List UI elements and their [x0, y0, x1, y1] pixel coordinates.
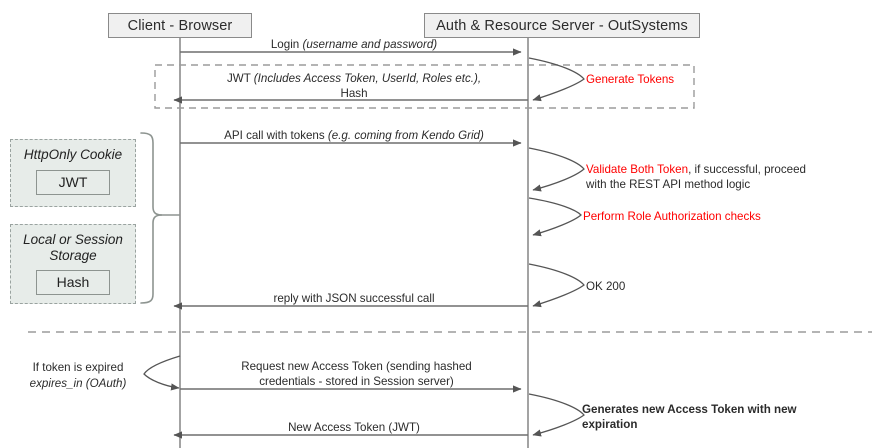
storage-cookie-item-jwt: JWT [36, 169, 110, 195]
note-ok-200-text: OK 200 [586, 280, 626, 293]
actor-server-label: Auth & Resource Server - OutSystems [436, 17, 688, 34]
note-validate-line1: Validate Both Token, if successful, proc… [586, 162, 806, 177]
storage-httponly-cookie[interactable]: HttpOnly Cookie JWT [10, 139, 136, 207]
message-api-call-text: API call with tokens [224, 129, 328, 142]
note-generates-new-token: Generates new Access Token with new expi… [582, 402, 797, 433]
note-ok-200: OK 200 [586, 279, 625, 294]
storage-local-item-hash: Hash [36, 269, 110, 295]
message-jwt-line1: JWT (Includes Access Token, UserId, Role… [180, 72, 528, 87]
storage-local-or-session[interactable]: Local or Session Storage Hash [10, 224, 136, 304]
annotation-token-expired: If token is expired expires_in (OAuth) [14, 360, 142, 391]
message-label-new-access-token: New Access Token (JWT) [288, 421, 420, 434]
storage-cookie-title: HttpOnly Cookie [23, 147, 123, 162]
message-api-call-emphasis: (e.g. coming from Kendo Grid) [327, 129, 484, 142]
message-label-jwt-reply: JWT (Includes Access Token, UserId, Role… [180, 72, 528, 102]
selfloop-ok-200 [528, 263, 585, 308]
message-label-reply-json: reply with JSON successful call [273, 292, 435, 305]
selfloop-generate-new-token [528, 393, 585, 437]
actor-auth-resource-server[interactable]: Auth & Resource Server - OutSystems [424, 13, 700, 38]
note-generate-tokens-text: Generate Tokens [586, 73, 675, 86]
note-generates-new-line1: Generates new Access Token with new [582, 403, 797, 416]
expired-token-callout-arrow [143, 355, 181, 391]
message-jwt-emphasis: (Includes Access Token, UserId, Roles et… [253, 72, 482, 85]
message-request-new-line1: Request new Access Token (sending hashed [241, 360, 472, 373]
message-login-emphasis: (username and password) [302, 38, 438, 51]
storage-local-title: Local or Session Storage [23, 232, 123, 263]
annotation-expired-line1: If token is expired [32, 361, 124, 374]
note-validate-rest-text: , if successful, proceed [688, 163, 806, 176]
message-label-request-new-token: Request new Access Token (sending hashed… [185, 360, 528, 390]
note-validate-token: Validate Both Token, if successful, proc… [586, 162, 806, 193]
annotation-expired-line2: expires_in (OAuth) [14, 376, 142, 392]
message-jwt-text: JWT [226, 72, 254, 85]
message-jwt-line2: Hash [340, 86, 368, 100]
message-request-new-line2: credentials - stored in Session server) [259, 374, 454, 388]
note-validate-red-text: Validate Both Token [586, 163, 689, 176]
actor-client-label: Client - Browser [127, 17, 233, 34]
message-login-text: Login [270, 38, 303, 51]
message-label-api-call: API call with tokens (e.g. coming from K… [180, 129, 528, 144]
selfloop-generate-tokens [528, 57, 585, 102]
note-perform-role-text: Perform Role Authorization checks [583, 210, 761, 223]
annotation-expired-emphasis: expires_in (OAuth) [29, 376, 127, 390]
selfloop-role-authorization [528, 197, 582, 237]
storage-brace [140, 132, 163, 304]
note-validate-line2: with the REST API method logic [586, 178, 751, 192]
note-generates-new-line2: expiration [582, 418, 638, 432]
message-label-login: Login (username and password) [180, 38, 528, 53]
note-perform-role-authorization: Perform Role Authorization checks [583, 209, 761, 224]
selfloop-validate-token [528, 147, 585, 192]
actor-client-browser[interactable]: Client - Browser [108, 13, 252, 38]
note-generate-tokens: Generate Tokens [586, 72, 674, 87]
